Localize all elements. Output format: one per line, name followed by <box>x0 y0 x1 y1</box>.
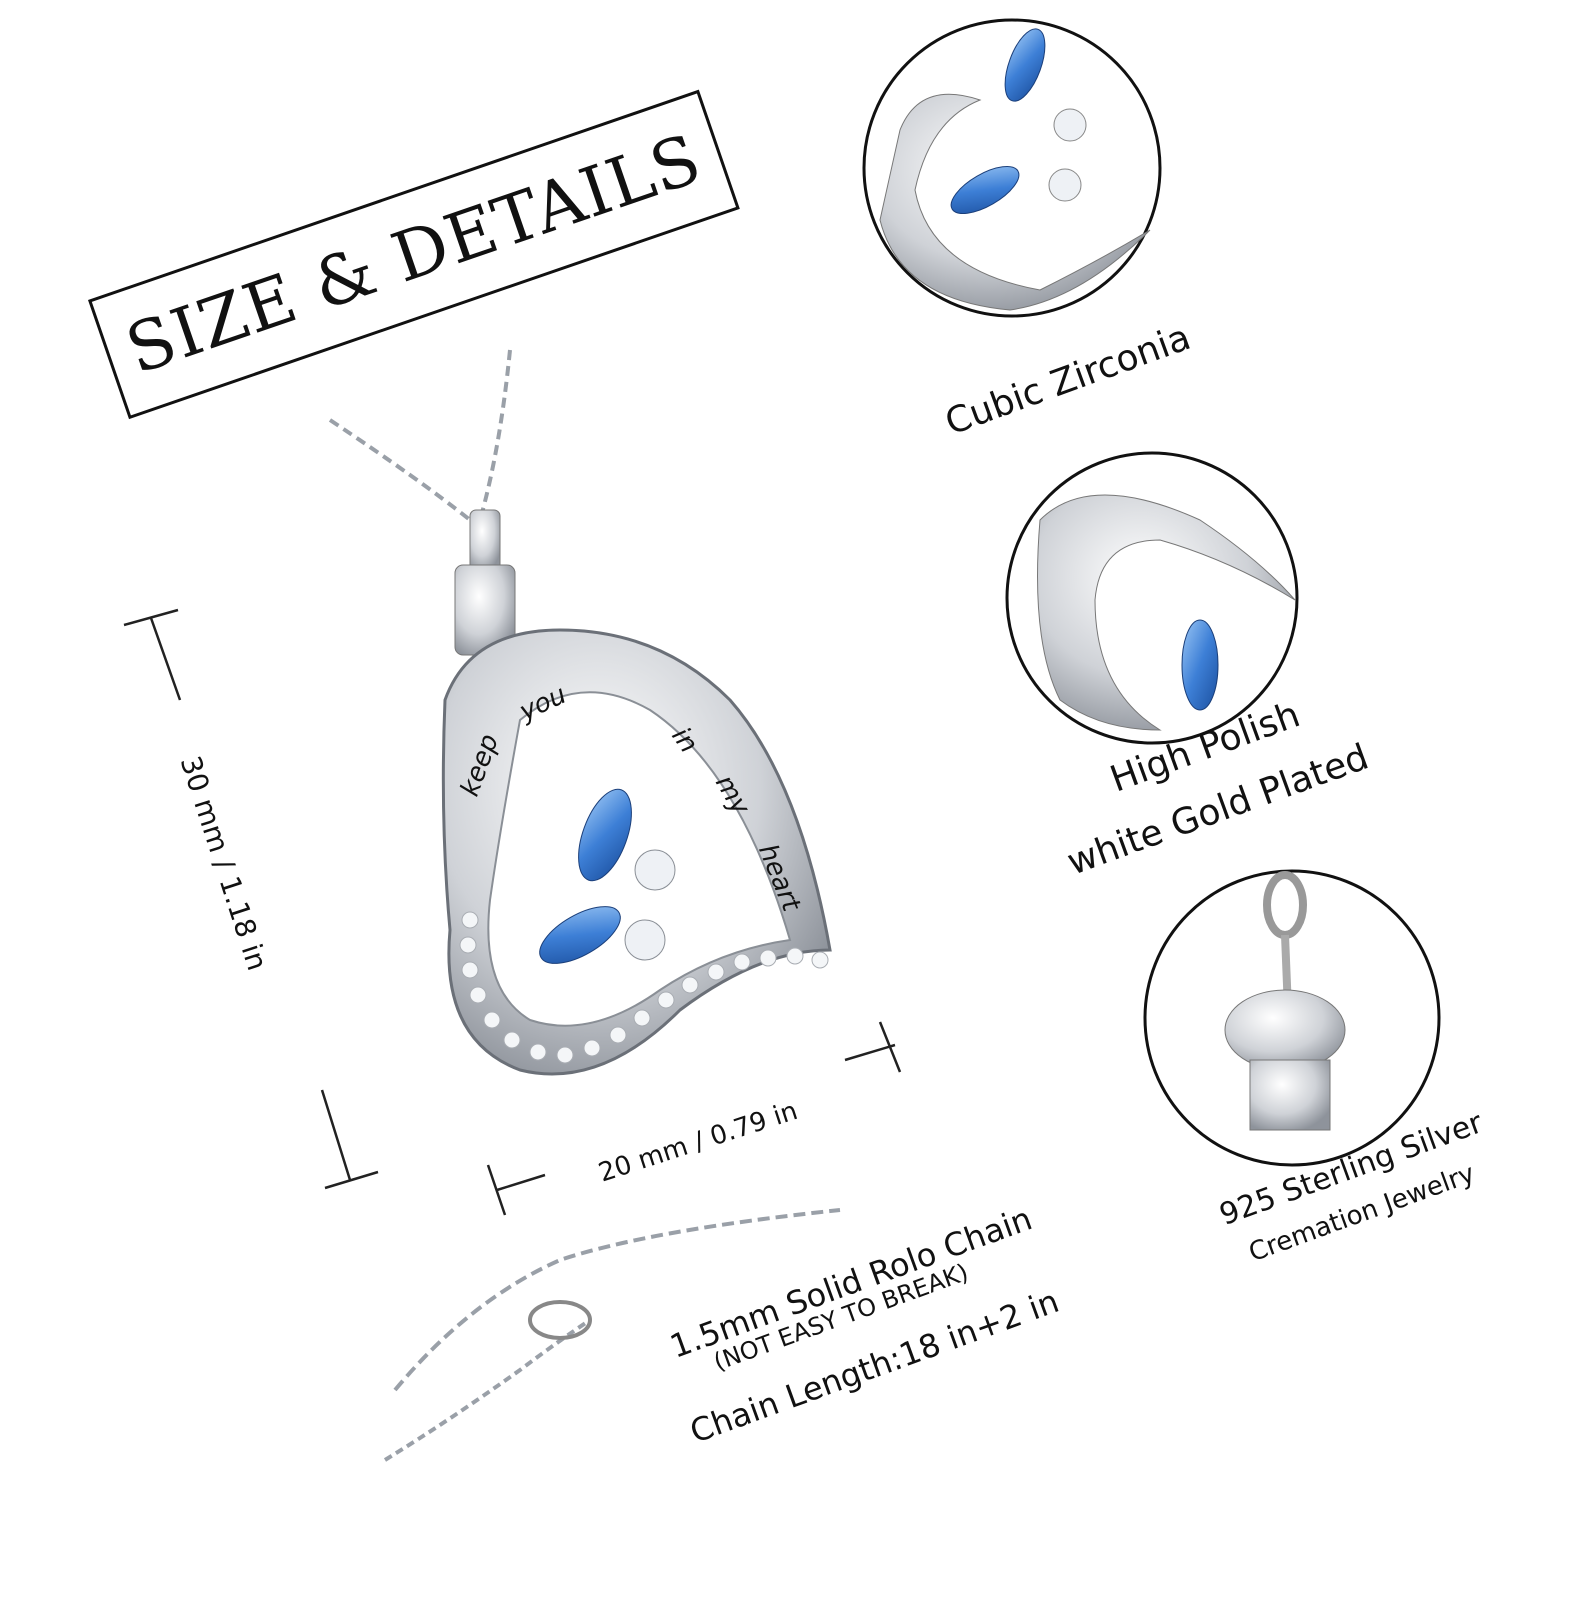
necklace-chain <box>328 349 512 522</box>
detail-circle-zirconia <box>862 18 1162 318</box>
butterfly-charm <box>539 788 676 964</box>
urn-cylinder <box>454 509 516 656</box>
chain-clasp <box>383 1208 841 1462</box>
detail-circle-polish <box>1005 451 1299 745</box>
heart-pendant <box>441 628 832 1076</box>
dimension-markers <box>123 608 902 1216</box>
detail-circle-sterling <box>1143 869 1441 1167</box>
